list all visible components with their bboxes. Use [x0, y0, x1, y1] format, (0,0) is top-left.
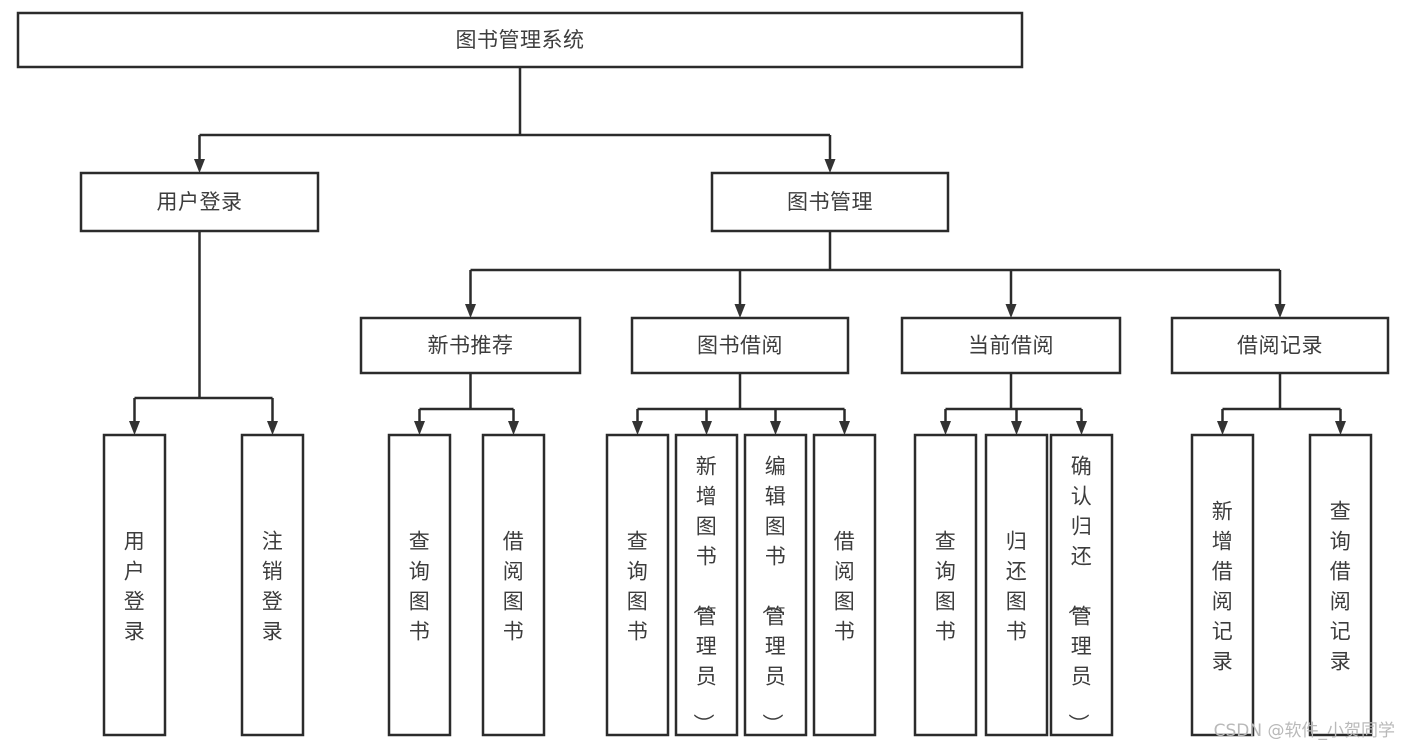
- node-box[interactable]: [1170, 316, 1390, 375]
- node-l3-d1[interactable]: 查询图书: [913, 433, 978, 737]
- arrow-head-icon: [194, 159, 205, 173]
- arrow-head-icon: [1076, 421, 1087, 435]
- node-label: 用户登录: [157, 190, 243, 214]
- arrow-head-icon: [1005, 304, 1017, 318]
- node-label: 注销登录: [262, 529, 284, 643]
- node-l3-a1[interactable]: 用户登录: [102, 433, 167, 737]
- node-box[interactable]: [605, 433, 670, 737]
- node-l3-c1[interactable]: 查询图书: [605, 433, 670, 737]
- node-label: 归还图书: [1006, 529, 1028, 643]
- node-box[interactable]: [710, 171, 950, 233]
- node-label: 新增借阅记录: [1212, 499, 1234, 673]
- node-label: 借阅图书: [834, 529, 856, 643]
- arrow-head-icon: [267, 421, 278, 435]
- node-label: 图书管理: [787, 190, 873, 214]
- node-label: 新增图书（管理员）: [691, 454, 718, 735]
- node-box[interactable]: [674, 433, 739, 737]
- arrow-head-icon: [465, 304, 476, 318]
- node-label: 当前借阅: [968, 334, 1054, 358]
- arrow-head-icon: [1274, 304, 1286, 318]
- node-label: 查询图书: [935, 529, 957, 643]
- node-label: 查询图书: [409, 529, 431, 643]
- arrow-head-icon: [414, 421, 425, 435]
- node-l3-b1[interactable]: 查询图书: [387, 433, 452, 737]
- arrow-head-icon: [508, 421, 519, 435]
- arrow-head-icon: [701, 421, 712, 435]
- node-l1-book-mgmt[interactable]: 图书管理: [710, 171, 950, 233]
- node-l2-new-book-rec[interactable]: 新书推荐: [359, 316, 582, 375]
- node-l2-book-borrow[interactable]: 图书借阅: [630, 316, 850, 375]
- node-box[interactable]: [359, 316, 582, 375]
- node-l3-b2[interactable]: 借阅图书: [481, 433, 546, 737]
- node-label: 查询借阅记录: [1330, 499, 1352, 673]
- node-l3-d2[interactable]: 归还图书: [984, 433, 1049, 737]
- node-l3-e1[interactable]: 新增借阅记录: [1190, 433, 1255, 737]
- arrow-head-icon: [824, 159, 836, 173]
- arrow-head-icon: [1217, 421, 1228, 435]
- node-box[interactable]: [743, 433, 808, 737]
- arrow-head-icon: [940, 421, 951, 435]
- node-label: 查询图书: [627, 529, 649, 643]
- node-l3-e2[interactable]: 查询借阅记录: [1308, 433, 1373, 737]
- arrow-head-icon: [129, 421, 140, 435]
- arrow-head-icon: [1335, 421, 1346, 435]
- node-l2-borrow-record[interactable]: 借阅记录: [1170, 316, 1390, 375]
- node-layer: 图书管理系统用户登录图书管理新书推荐图书借阅当前借阅借阅记录用户登录注销登录查询…: [16, 11, 1390, 737]
- node-root[interactable]: 图书管理系统: [16, 11, 1024, 69]
- arrow-head-icon: [1011, 421, 1022, 435]
- node-box[interactable]: [240, 433, 305, 737]
- node-box[interactable]: [900, 316, 1122, 375]
- node-box[interactable]: [630, 316, 850, 375]
- node-box[interactable]: [79, 171, 320, 233]
- node-label: 图书管理系统: [456, 28, 585, 52]
- node-l3-c2[interactable]: 新增图书（管理员）: [674, 433, 739, 737]
- node-l2-current-borrow[interactable]: 当前借阅: [900, 316, 1122, 375]
- node-label: 借阅图书: [503, 529, 525, 643]
- node-box[interactable]: [913, 433, 978, 737]
- node-box[interactable]: [16, 11, 1024, 69]
- node-l3-c4[interactable]: 借阅图书: [812, 433, 877, 737]
- node-box[interactable]: [1049, 433, 1114, 737]
- node-l3-c3[interactable]: 编辑图书（管理员）: [743, 433, 808, 737]
- node-box[interactable]: [984, 433, 1049, 737]
- node-box[interactable]: [102, 433, 167, 737]
- node-box[interactable]: [1308, 433, 1373, 737]
- node-box[interactable]: [812, 433, 877, 737]
- arrow-head-icon: [734, 304, 746, 318]
- arrow-head-icon: [632, 421, 643, 435]
- node-l1-user-login[interactable]: 用户登录: [79, 171, 320, 233]
- node-label: 用户登录: [124, 529, 146, 643]
- node-label: 借阅记录: [1237, 334, 1323, 358]
- arrow-head-icon: [839, 421, 850, 435]
- node-label: 确认归还（管理员）: [1066, 454, 1093, 735]
- node-box[interactable]: [1190, 433, 1255, 737]
- node-l3-a2[interactable]: 注销登录: [240, 433, 305, 737]
- connector-layer: [129, 67, 1346, 435]
- node-label: 编辑图书（管理员）: [760, 454, 787, 735]
- arrow-head-icon: [770, 421, 781, 435]
- node-l3-d3[interactable]: 确认归还（管理员）: [1049, 433, 1114, 737]
- node-label: 图书借阅: [697, 334, 783, 358]
- node-label: 新书推荐: [428, 334, 514, 358]
- node-box[interactable]: [387, 433, 452, 737]
- node-box[interactable]: [481, 433, 546, 737]
